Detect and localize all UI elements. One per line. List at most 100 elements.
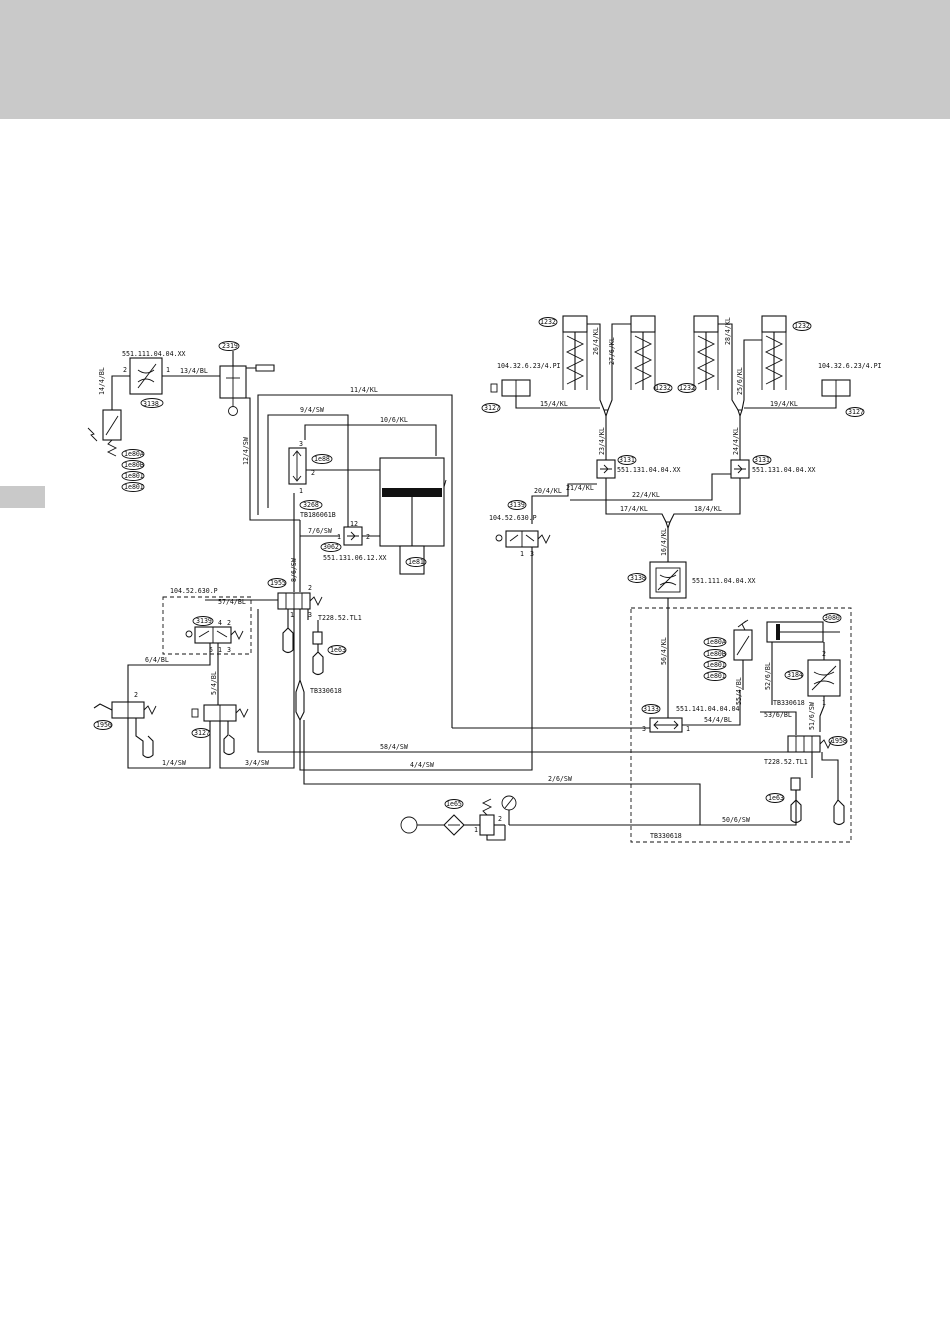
label-1956: 1956	[96, 721, 112, 729]
tube-18	[669, 478, 741, 523]
label-line-5: 5/4/BL	[210, 671, 218, 695]
tag-oval-1232-b	[653, 383, 673, 393]
port-5-3139-left: 5	[209, 646, 213, 654]
label-line-8: 8/6/SW	[290, 558, 298, 582]
label-551-131-a: 551.131.04.04.XX	[617, 466, 681, 474]
muffler-left-b	[312, 644, 324, 676]
label-3131-left: 3131	[619, 456, 635, 464]
pressure-switch-left	[87, 409, 122, 457]
port-3-1e88: 3	[299, 440, 303, 448]
label-3131-right: 3131	[754, 456, 770, 464]
label-104-630-left: 104.52.630.P	[170, 587, 218, 595]
muffler-right-a	[790, 790, 802, 824]
label-1232-a: 1232	[540, 318, 556, 326]
port-2-1e88: 2	[311, 469, 315, 477]
label-line-16: 16/4/KL	[660, 528, 668, 556]
tube-28	[718, 323, 739, 411]
tube-10	[304, 424, 437, 456]
port-2-3062: 2	[366, 533, 370, 541]
tag-oval-3131-left	[617, 455, 637, 465]
label-line-50: 50/6/SW	[722, 816, 750, 824]
label-line-57: 57/4/BL	[218, 598, 246, 606]
port-2-1955: 2	[308, 584, 312, 592]
port-1-1955: 1	[290, 611, 294, 619]
label-3138-left: 3138	[143, 400, 159, 408]
tag-oval-1e80d	[121, 482, 145, 492]
port-1-3062: 1	[337, 533, 341, 541]
tag-oval-3268	[299, 500, 323, 510]
tag-oval-1232-c	[677, 383, 697, 393]
tag-oval-3138-left	[140, 398, 164, 408]
valve-104-623-left	[490, 379, 531, 397]
label-3139-left: 3139	[196, 617, 212, 625]
label-line-1: 1/4/SW	[162, 759, 186, 767]
tag-oval-1232-a	[538, 317, 558, 327]
tube-54	[682, 690, 741, 726]
label-3127-r1: 3127	[484, 404, 500, 412]
merge-junction-center	[665, 521, 671, 530]
label-104-623-right: 104.32.6.23/4.PI	[818, 362, 882, 370]
label-line-28: 28/4/KL	[724, 317, 732, 345]
merge-junction-left	[603, 409, 609, 418]
valve-3139-mid	[495, 530, 551, 548]
label-1e80I-right-2: 1e80I	[706, 672, 726, 680]
label-tb330-right: TB330618	[773, 699, 805, 707]
cylinder-1e81	[379, 457, 445, 575]
tag-oval-3184	[784, 670, 804, 680]
spring-cylinder-2	[630, 315, 656, 390]
tube-2	[303, 720, 701, 825]
tag-oval-3139-left	[192, 616, 214, 626]
label-1232-d: 1232	[794, 322, 810, 330]
label-1e80B-right: 1e80B	[706, 650, 726, 658]
label-1e80A-right: 1e80A	[706, 638, 726, 646]
label-3127-left: 3127	[194, 729, 210, 737]
valve-2319	[219, 364, 275, 416]
tube-17	[605, 478, 667, 523]
side-tab-marker	[0, 486, 45, 508]
label-1e80I-left: 1e80I	[124, 472, 144, 480]
valve-1958	[787, 735, 833, 753]
throttle-valve-3138-left	[129, 357, 163, 395]
tube-20	[531, 483, 597, 524]
dashed-frame-left	[162, 596, 252, 655]
label-line-18: 18/4/KL	[694, 505, 722, 513]
port-1-3133: 1	[686, 725, 690, 733]
label-1e80B-left: 1e80B	[124, 461, 144, 469]
label-line-25: 25/6/KL	[736, 367, 744, 395]
tube-14	[111, 375, 130, 410]
tag-oval-3127-r2	[845, 407, 865, 417]
label-line-56: 56/4/KL	[660, 637, 668, 665]
check-valve-3131-right	[730, 459, 750, 479]
tube-26	[587, 323, 605, 411]
tag-oval-1955	[267, 578, 287, 588]
label-t228-left: T228.52.TL1	[318, 614, 362, 622]
tube-3184-out	[819, 696, 825, 732]
port-3-3139-left: 3	[227, 646, 231, 654]
distributor-tb330-left	[295, 609, 305, 722]
label-line-27: 27/6/KL	[608, 337, 616, 365]
label-3138-mid: 3138	[630, 574, 646, 582]
tube-4	[299, 540, 533, 771]
label-line-24: 24/4/KL	[732, 427, 740, 455]
label-tb330-bottom: TB330618	[650, 832, 682, 840]
tube-11	[257, 394, 453, 728]
label-line-55: 55/4/BL	[735, 677, 743, 705]
check-1e63-right	[790, 777, 801, 791]
label-line-53: 53/6/BL	[764, 711, 792, 719]
label-551-131-06: 551.131.06.12.XX	[323, 554, 387, 562]
muffler-right-b	[821, 752, 845, 826]
port-2-regulator: 2	[498, 815, 502, 823]
label-3080: 3080	[824, 614, 840, 622]
cylinder-3080	[766, 621, 840, 643]
tag-oval-1958	[828, 736, 848, 746]
tag-oval-1956	[93, 720, 113, 730]
label-line-54: 54/4/BL	[704, 716, 732, 724]
pressure-switch-right	[733, 619, 753, 661]
dashed-frame-right	[630, 607, 852, 843]
tube-53	[760, 711, 797, 735]
label-551-131-b: 551.131.04.04.XX	[752, 466, 816, 474]
air-supply-unit	[400, 795, 517, 841]
tube-12	[240, 397, 300, 521]
label-551-141: 551.141.04.04.04	[676, 705, 740, 713]
